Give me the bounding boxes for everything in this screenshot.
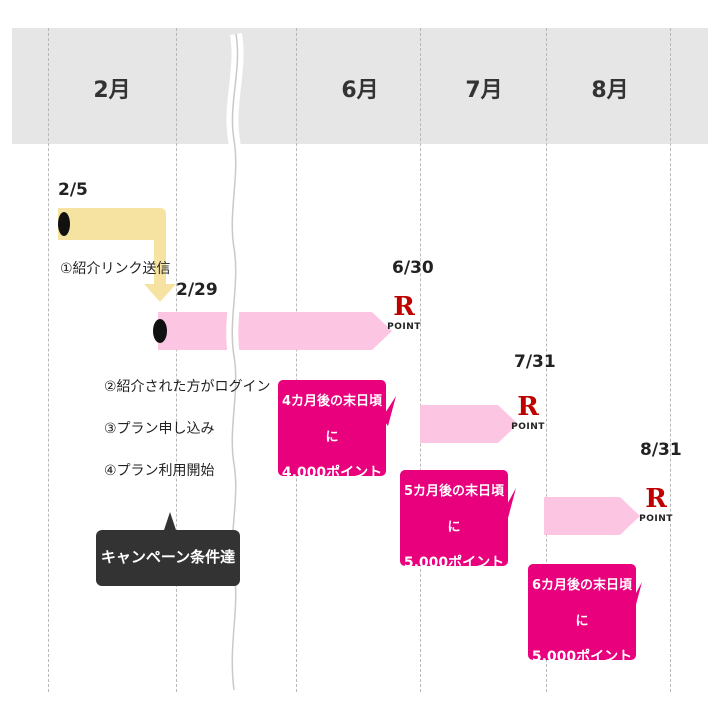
callout-1-amount: 4,000ポイント [281,465,383,481]
rakuten-r-icon: R [645,484,667,514]
rakuten-r-icon: R [517,392,539,422]
date-point-2: 7/31 [514,352,556,372]
date-point-1: 6/30 [392,258,434,278]
start-dot [58,212,70,236]
grid-line [48,28,49,692]
apply-dot [153,319,167,343]
grid-line [296,28,297,692]
callout-3-amount: 5,000ポイント [531,649,633,665]
pink-bar-to-aug [544,497,640,535]
callout-2-timing: 5カ月後の末日頃に [403,484,505,535]
point-callout-2: 5カ月後の末日頃に 5,000ポイント [400,470,508,571]
callout-3-timing: 6カ月後の末日頃に [531,578,633,629]
step-3: ③プラン申し込み [104,421,215,437]
callout-1-timing: 4カ月後の末日頃に [281,394,383,445]
pink-bar-to-jul [420,405,518,443]
date-start: 2/5 [58,180,88,200]
rakuten-point-logo-3: R POINT [636,486,676,524]
point-text: POINT [511,422,545,432]
month-header-band [12,28,708,144]
point-text: POINT [639,514,673,524]
rakuten-r-icon: R [393,292,415,322]
point-text: POINT [387,322,421,332]
callout-2-amount: 5,000ポイント [403,555,505,571]
month-label-aug: 8月 [591,78,629,103]
rakuten-point-logo-2: R POINT [508,394,548,432]
badge-pointer [164,512,176,530]
grid-line [420,28,421,692]
grid-line [670,28,671,692]
point-callout-1: 4カ月後の末日頃に 4,000ポイント [278,380,386,481]
step-4: ④プラン利用開始 [104,463,215,479]
date-point-3: 8/31 [640,440,682,460]
grid-line [546,28,547,692]
point-callout-3: 6カ月後の末日頃に 5,000ポイント [528,564,636,665]
month-label-feb: 2月 [93,78,131,103]
step-2: ②紹介された方がログイン [104,379,271,395]
yellow-referral-arrow [58,208,176,302]
month-label-jun: 6月 [341,78,379,103]
grid-line [176,28,177,692]
pink-bar-to-jun [158,312,392,350]
rakuten-point-logo-1: R POINT [384,294,424,332]
date-apply: 2/29 [176,280,218,300]
month-label-jul: 7月 [465,78,503,103]
campaign-achieved-badge: キャンペーン条件達成！ [96,530,240,620]
step-1: ①紹介リンク送信 [60,261,171,277]
